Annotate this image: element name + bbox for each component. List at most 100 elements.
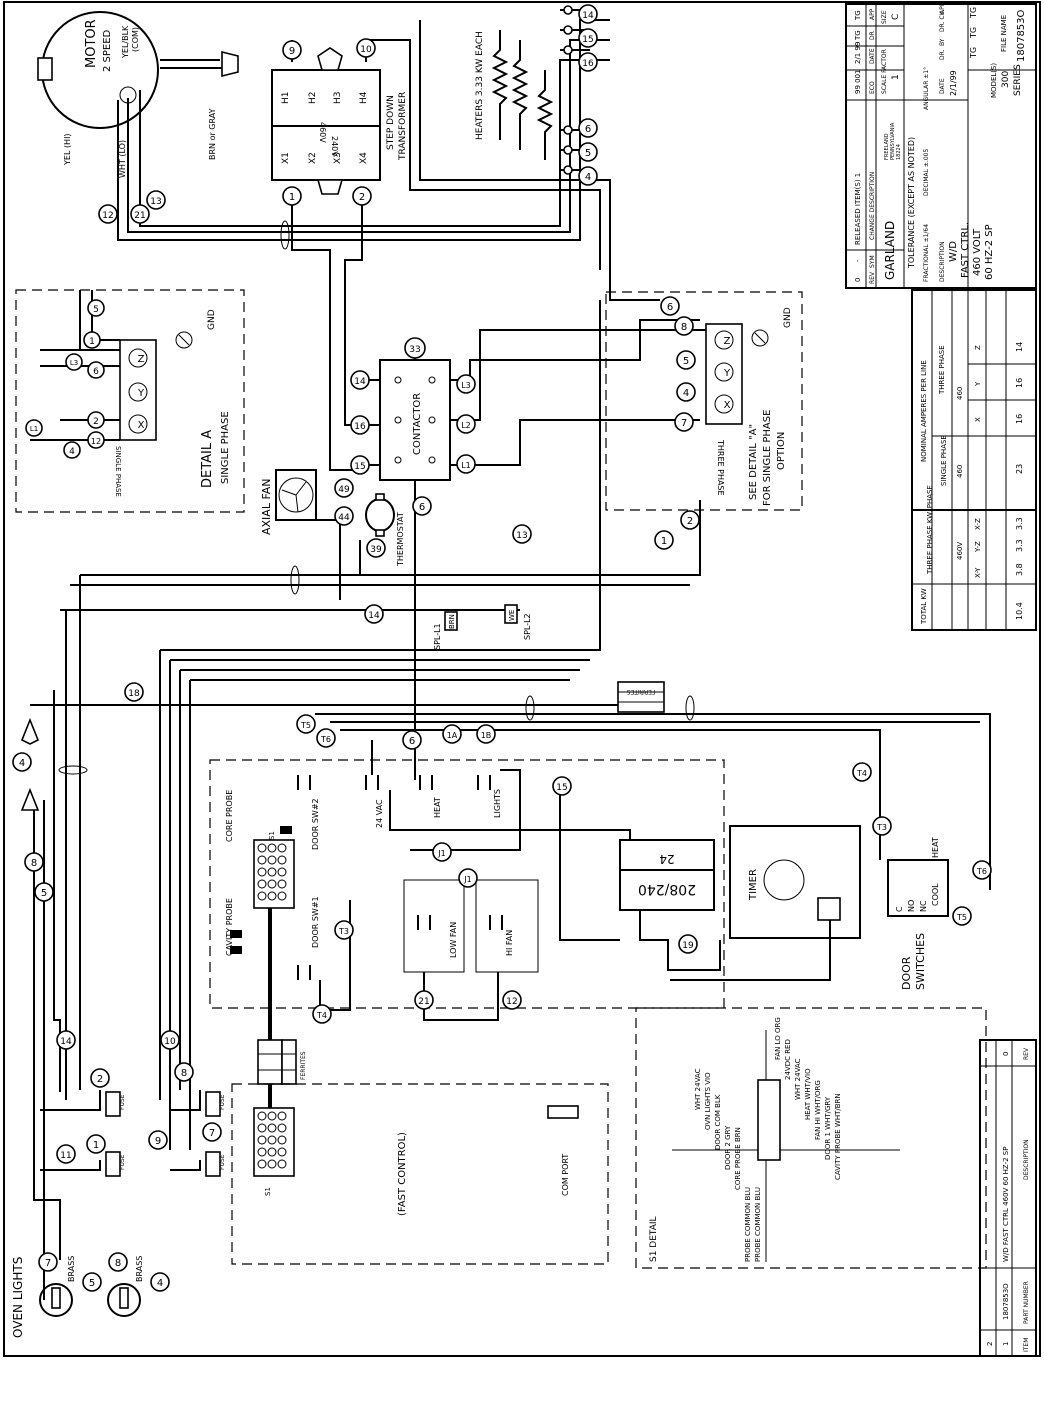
three-phase-gnd: GND: [783, 307, 793, 328]
contactor-l3: L3: [456, 374, 476, 394]
svg-text:4: 4: [585, 172, 591, 183]
amps-col-z: Z: [974, 345, 982, 350]
brass-label-1: BRASS: [67, 1256, 76, 1282]
svg-text:L1: L1: [461, 461, 471, 470]
contactor-label: CONTACTOR: [412, 393, 423, 455]
transformer-secondary-voltage: 240V: [330, 136, 339, 157]
svg-text:7: 7: [45, 1258, 51, 1269]
s1-detail: S1 DETAIL FAN LO ORG 24VDC RED WHT 24VAC…: [635, 1007, 987, 1269]
file-label: FILE NAME: [1000, 15, 1008, 52]
model-value: 300: [1001, 71, 1011, 88]
svg-text:T5: T5: [300, 721, 311, 730]
wire-number-t5b: T5: [952, 906, 972, 926]
s1-pin-5: FAN HI WHT/ORG: [814, 1080, 822, 1140]
svg-text:8: 8: [115, 1258, 121, 1269]
amps-val-x: 16: [1015, 414, 1024, 424]
ferrites-top: FERRITES: [617, 681, 665, 713]
tolerance: TOLERANCE (EXCEPT AS NOTED): [907, 137, 916, 269]
svg-text:21: 21: [418, 997, 429, 1007]
title-rev-desc: RELEASED ITEM(S) 1: [854, 173, 862, 245]
svg-text:1A: 1A: [447, 731, 458, 740]
svg-text:L2: L2: [461, 421, 471, 430]
timer-label: TIMER: [748, 869, 759, 901]
s1-pin-10: DOOR COM BLK: [714, 1094, 722, 1150]
small-transformer: 24 208/240: [619, 839, 715, 911]
low-fan-label: LOW FAN: [449, 922, 458, 958]
wire-number-7b: 7: [38, 1252, 58, 1272]
svg-text:4: 4: [69, 447, 75, 457]
detail-a-wire-5: 5: [87, 299, 105, 317]
spl-l1: SPL-L1: [433, 623, 442, 650]
s1-label-bottom: S1: [264, 1187, 272, 1196]
transformer-h3: H3: [333, 92, 343, 105]
svg-text:6: 6: [93, 367, 99, 377]
wire-number-5b: 5: [34, 882, 54, 902]
fuse-label-3: FUSE: [219, 1094, 226, 1110]
com-port-label: COM PORT: [561, 1154, 570, 1196]
svg-text:16: 16: [354, 422, 366, 432]
door-switch-contact-c: C: [895, 906, 904, 912]
wire-number-t6b: T6: [972, 860, 992, 880]
svg-text:2: 2: [93, 417, 99, 427]
wire-number-1c: 1: [86, 1134, 106, 1154]
wire-number-16: 16: [578, 52, 598, 72]
s1-pin-11: DOOR 2 GRY: [724, 1125, 732, 1170]
initial-dr: TG: [969, 47, 978, 59]
initial-app: TG: [969, 7, 978, 19]
heaters: HEATERS 3.33 KW EACH: [475, 30, 554, 160]
detail-a-title: DETAIL A: [200, 430, 215, 488]
control-board: CORE PROBE CAVITY PROBE DOOR SW#2 DOOR S…: [209, 759, 725, 1009]
wire-number-14c: 14: [364, 604, 384, 624]
fast-control-board: S1 (FAST CONTROL) COM PORT: [231, 1083, 609, 1265]
amps-table: NOMINAL AMPERES PER LINE SINGLE PHASE TH…: [911, 289, 1037, 631]
oven-lights: OVEN LIGHTS BRASS BRASS FUSE FUSE FUSE F…: [11, 575, 226, 1338]
wire-number-14d: 14: [56, 1030, 76, 1050]
wire-number-10b: 10: [160, 1030, 180, 1050]
wire-number-5d: 5: [676, 350, 696, 370]
cavity-probe: CAVITY PROBE: [225, 898, 234, 956]
axial-fan: AXIAL FAN: [260, 469, 317, 535]
svg-text:6: 6: [585, 124, 591, 135]
location-3: 18224: [896, 144, 902, 160]
wire-number-19: 19: [678, 934, 698, 954]
wire-number-6d: 6: [660, 296, 680, 316]
detail-a-gnd: GND: [207, 309, 217, 330]
size-label: SIZE: [881, 10, 888, 24]
kw-col-xz: X-Z: [974, 518, 982, 530]
amps-three: THREE PHASE: [938, 345, 946, 395]
amps-single: SINGLE PHASE: [940, 435, 948, 486]
wire-number-6c: 6: [402, 730, 422, 750]
svg-text:4: 4: [683, 388, 689, 399]
wire-number-9: 9: [282, 40, 302, 60]
wire-number-14b: 14: [350, 370, 370, 390]
s1-pin-2: 24VDC RED: [784, 1039, 792, 1080]
wire-number-t4b: T4: [852, 762, 872, 782]
spl-brn: BRN: [448, 614, 456, 629]
transformer-label-1: STEP DOWN: [386, 95, 396, 150]
fuse-label-2: FUSE: [119, 1154, 126, 1170]
svg-text:10: 10: [360, 45, 372, 55]
app-label: APP.: [939, 2, 946, 14]
thermostat: THERMOSTAT: [365, 493, 405, 567]
svg-text:14: 14: [354, 377, 366, 387]
brass-label-2: BRASS: [135, 1256, 144, 1282]
vac-24: 24 VAC: [375, 799, 384, 828]
wire-number-16b: 16: [350, 415, 370, 435]
amps-val-z: 14: [1015, 342, 1024, 352]
detail-a-y: Y: [137, 388, 145, 399]
svg-text:2: 2: [687, 516, 693, 527]
axial-fan-label: AXIAL FAN: [260, 478, 273, 535]
wire-number-t4: T4: [312, 1004, 332, 1024]
wire-number-13b: 13: [512, 524, 532, 544]
motor-title: MOTOR: [84, 19, 99, 68]
dr-label: DR.: [939, 49, 946, 60]
detail-a-wire-6: 6: [87, 361, 105, 379]
three-phase-note-3: OPTION: [776, 432, 787, 470]
wire-number-9b: 9: [148, 1130, 168, 1150]
small-transformer-in: 208/240: [638, 881, 696, 897]
wire-number-2b: 2: [680, 510, 700, 530]
wire-number-7d: 7: [674, 412, 694, 432]
transformer-x4: X4: [359, 152, 369, 164]
transformer-h1: H1: [281, 92, 291, 105]
amps-title: NOMINAL AMPERES PER LINE: [920, 360, 928, 462]
